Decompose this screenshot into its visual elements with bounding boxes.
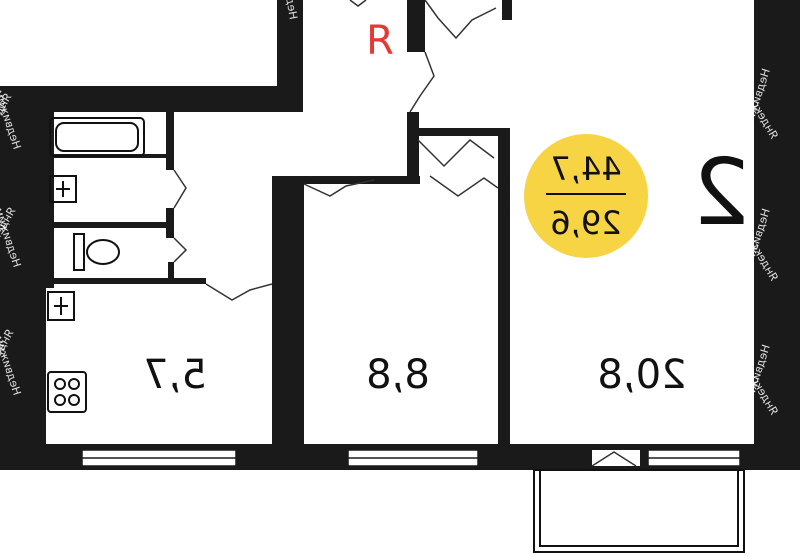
wall-partition-mid [272, 176, 304, 470]
entrance-marker: R [366, 18, 394, 64]
balcony-door-gap [592, 450, 640, 466]
wall-partition-right [498, 128, 510, 470]
sink-kitchen [47, 291, 75, 321]
balcony [533, 469, 745, 553]
wall-top-bar [502, 0, 512, 20]
room-area-bedroom: 8,8 [366, 352, 430, 398]
doors [173, 0, 637, 467]
area-badge-circle [524, 134, 648, 258]
wall-top-stub [277, 0, 303, 112]
windows [81, 449, 741, 467]
room-area-kitchen: 5,7 [143, 352, 207, 398]
bathtub [49, 117, 145, 157]
wall-top-right [407, 0, 425, 52]
toilet [73, 233, 120, 271]
stove [47, 371, 87, 413]
wall-left [0, 86, 46, 470]
area-living: 29,6 [550, 204, 621, 242]
room-count: 2 [692, 139, 751, 246]
outer-walls [0, 0, 800, 470]
area-badge: 44,7 29,6 [524, 134, 648, 258]
room-area-living: 20,8 [597, 352, 686, 398]
area-total: 44,7 [550, 150, 621, 188]
wall-right [754, 0, 800, 470]
wall-left-top [0, 86, 303, 112]
sink-bath [49, 175, 77, 203]
